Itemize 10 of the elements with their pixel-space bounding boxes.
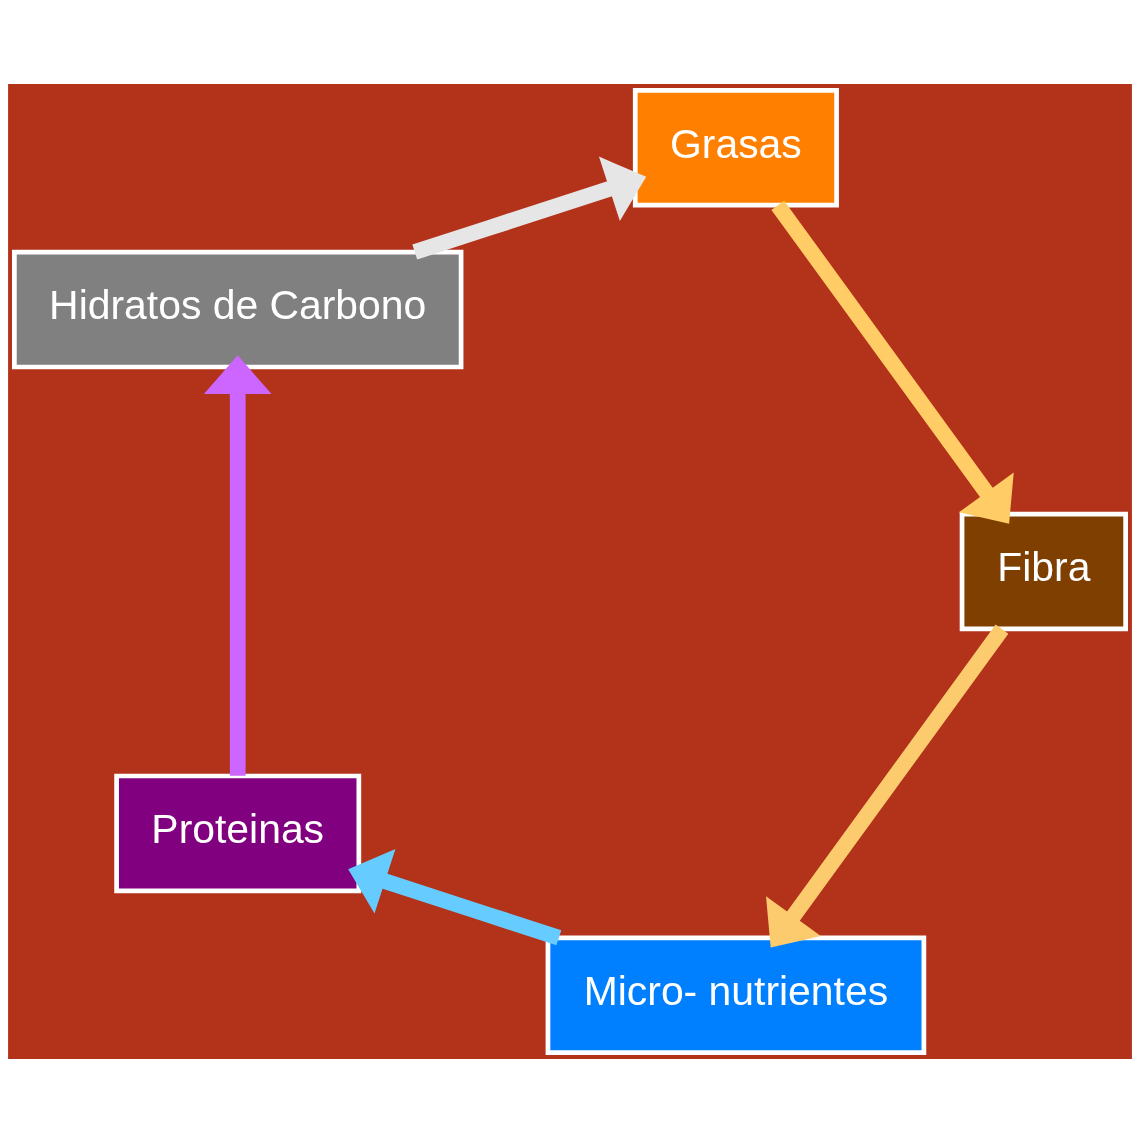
node-box: Grasas: [632, 87, 839, 207]
node-box: Fibra: [959, 511, 1128, 631]
arrow: [771, 200, 1014, 524]
arrow: [203, 354, 272, 776]
arrow: [348, 848, 562, 945]
node-box: Proteinas: [114, 773, 362, 893]
arrow: [766, 624, 1009, 947]
node-box: Micro- nutrientes: [545, 935, 927, 1055]
node-box: Hidratos de Carbono: [12, 249, 464, 369]
arrow: [412, 156, 647, 260]
